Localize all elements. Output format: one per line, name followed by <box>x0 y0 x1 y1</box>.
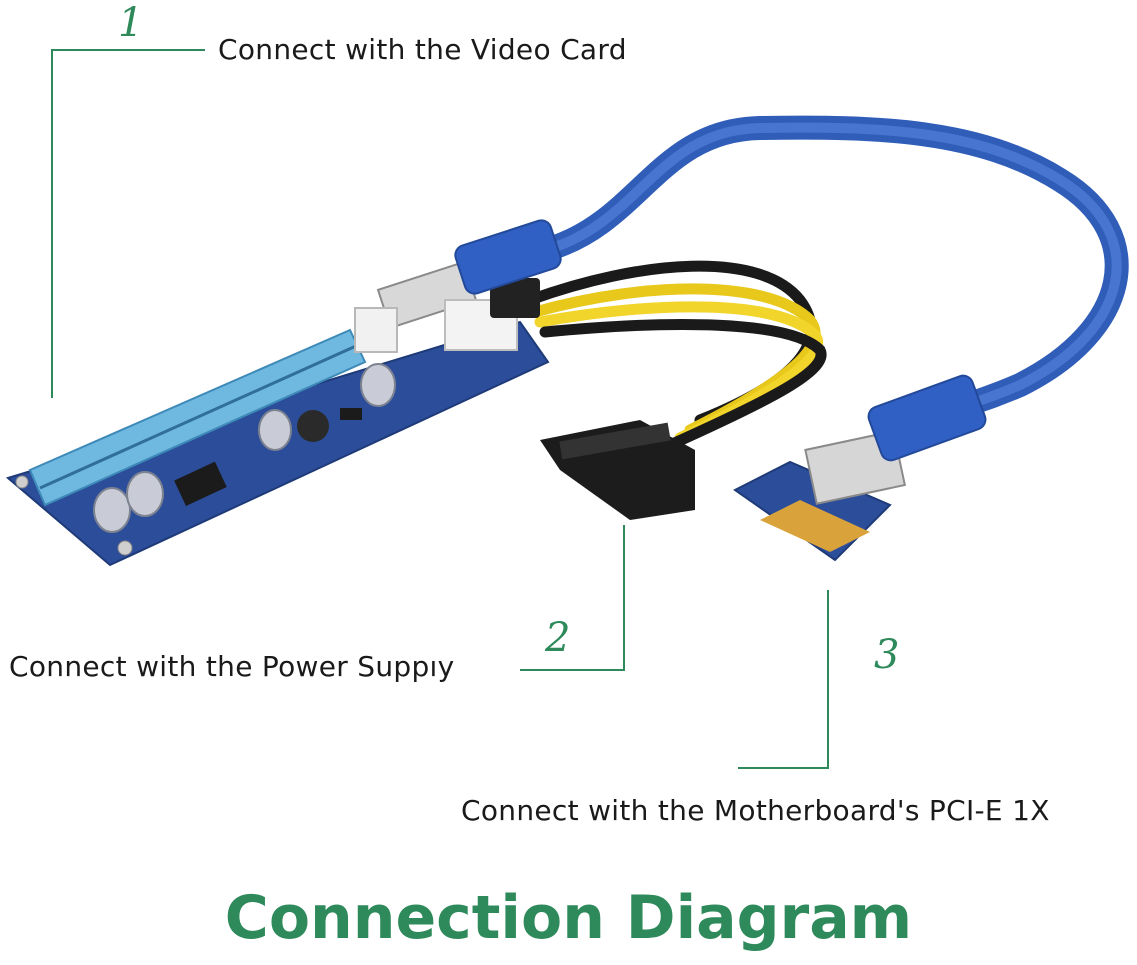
callout-1-leader <box>51 49 205 398</box>
callout-2-leader <box>520 525 625 671</box>
callout-3-number: 3 <box>874 632 900 678</box>
callout-3-label: Connect with the Motherboard's PCI-E 1X <box>461 794 1050 827</box>
callout-1-label: Connect with the Video Card <box>218 33 627 66</box>
page-title: Connection Diagram <box>224 883 913 953</box>
usb-plug-riser <box>454 219 562 295</box>
riser-board <box>5 260 550 567</box>
callout-2-label: Connect with the Power Suppıy <box>9 650 455 683</box>
usb-cable <box>540 115 1129 427</box>
sata-connector <box>540 420 695 520</box>
usb-plug-adapter <box>867 374 987 462</box>
callout-1-number: 1 <box>118 0 144 46</box>
callout-2-number: 2 <box>545 615 571 661</box>
callout-3-leader <box>738 590 829 769</box>
power-cable <box>524 260 827 451</box>
